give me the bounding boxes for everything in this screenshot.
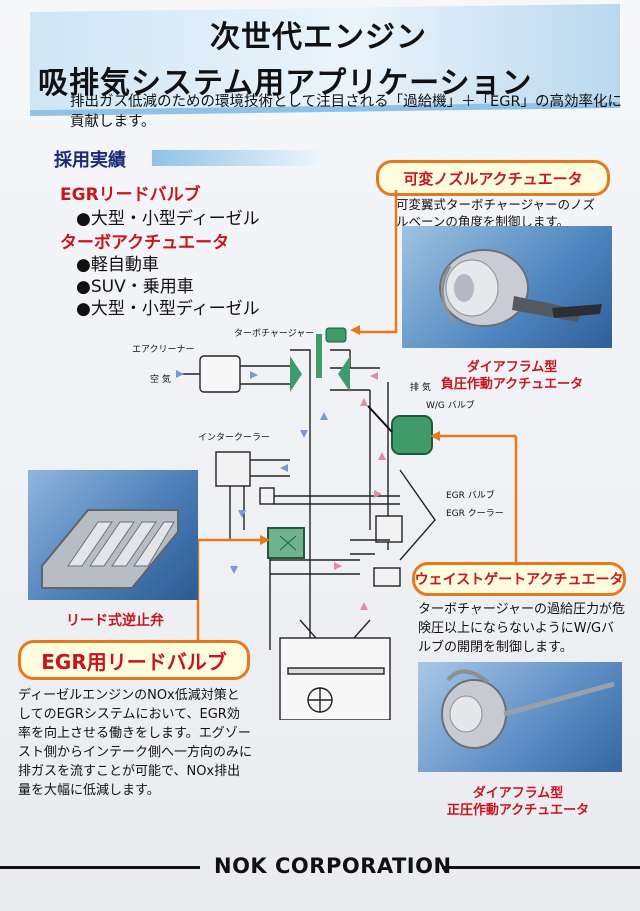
diag-turbocharger: ターボチャージャー	[234, 329, 315, 339]
vnt-actuator-photo	[402, 226, 612, 348]
engine-system-diagram	[176, 327, 436, 720]
diag-wg-valve: W/G バルブ	[426, 401, 475, 411]
wastegate-caption-2: 正圧作動アクチュエータ	[446, 803, 590, 818]
egr-reed-desc: ディーゼルエンジンのNOx低減対策としてのEGRシステムにおいて、EGR効率を向…	[18, 688, 253, 798]
egr-item: ●大型・小型ディーゼル	[76, 209, 260, 229]
footer-rule-right	[442, 866, 640, 869]
diag-egr-cooler: EGR クーラー	[446, 509, 504, 519]
reed-valve-photo	[28, 470, 198, 600]
wastegate-caption-1: ダイアフラム型	[472, 786, 564, 801]
vnt-caption-1: ダイアフラム型	[466, 360, 558, 375]
egr-heading: EGRリードバルブ	[60, 185, 201, 205]
vnt-desc: 可変翼式ターボチャージャーのノズルベーンの角度を制御します。	[396, 197, 596, 229]
diag-exhaust: 排 気	[410, 383, 431, 393]
reed-caption: リード式逆止弁	[66, 613, 164, 629]
footer-brand: NOK CORPORATION	[214, 854, 452, 878]
wastegate-desc: ターボチャージャーの過給圧力が危険圧以上にならないようにW/Gバルブの開閉を制御…	[418, 602, 625, 655]
vnt-caption-2: 負圧作動アクチュエータ	[440, 377, 584, 392]
diag-egr-valve: EGR バルブ	[446, 491, 495, 501]
turbo-item-2: ●SUV・乗用車	[76, 277, 194, 297]
turbo-heading: ターボアクチュエータ	[60, 233, 230, 253]
diag-intercooler: インタークーラー	[198, 433, 271, 443]
footer-rule-left	[0, 866, 200, 869]
diag-air-cleaner: エアクリーナー	[132, 345, 195, 355]
lead-text: 排出ガス低減のための環境技術として注目される「過給機」＋「EGR」の高効率化に貢…	[70, 94, 623, 130]
diag-air: 空 気	[150, 375, 171, 385]
turbo-item-3: ●大型・小型ディーゼル	[76, 299, 260, 319]
page-title: 次世代エンジン	[210, 20, 427, 55]
wastegate-actuator-photo	[418, 662, 622, 772]
adoption-heading: 採用実績	[54, 150, 126, 171]
heading-bar	[152, 150, 322, 166]
egr-reed-label: EGR用リードバルブ	[18, 640, 250, 680]
turbo-item-1: ●軽自動車	[76, 255, 159, 275]
vnt-label: 可変ノズルアクチュエータ	[376, 160, 610, 196]
wastegate-label: ウェイストゲートアクチュエータ	[412, 562, 626, 596]
page-subtitle: 吸排気システム用アプリケーション	[38, 66, 533, 101]
